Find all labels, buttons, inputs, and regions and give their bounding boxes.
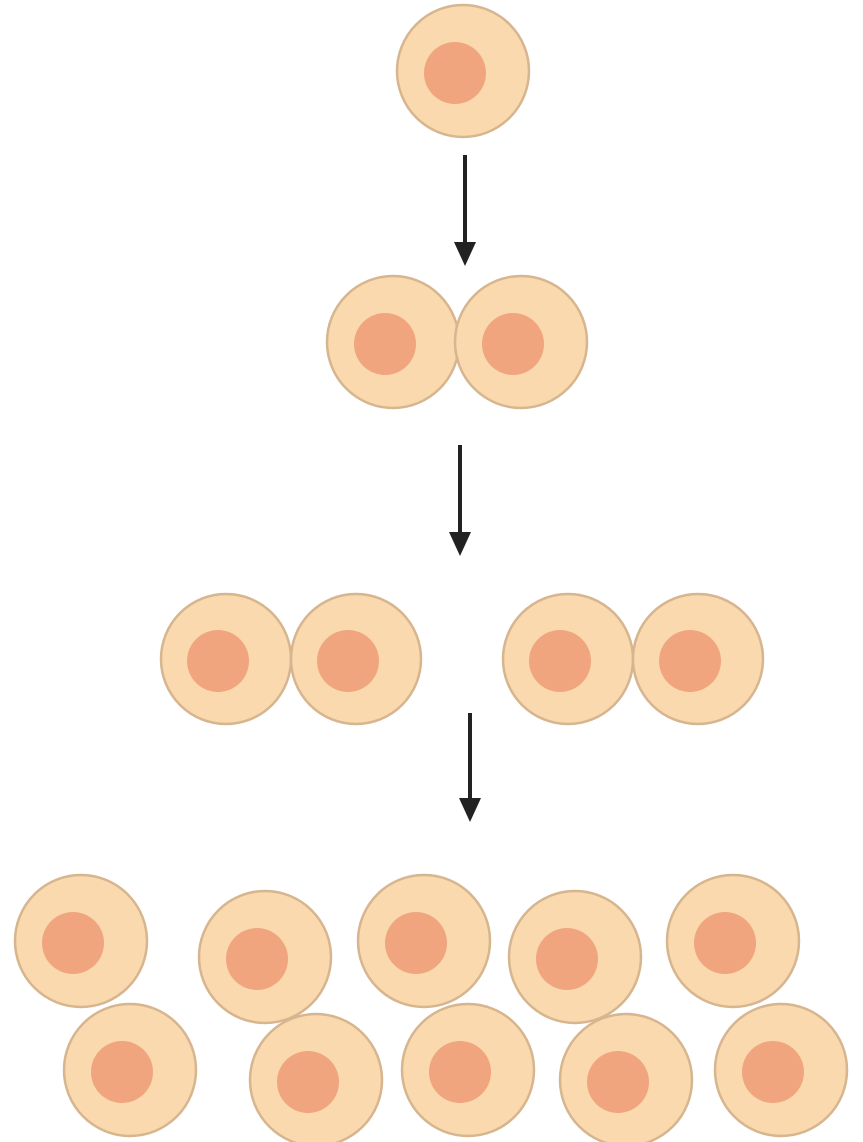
cell	[400, 1002, 536, 1138]
arrow-head-icon	[454, 242, 476, 266]
stage-2-cells	[325, 274, 589, 410]
cell	[13, 873, 149, 1009]
division-arrow-3	[459, 713, 481, 822]
cell-nucleus	[385, 912, 447, 974]
division-arrow-2	[449, 445, 471, 556]
cell	[713, 1002, 849, 1138]
cell	[325, 274, 461, 410]
cell	[159, 592, 293, 726]
cell	[558, 1012, 694, 1142]
cell-nucleus	[694, 912, 756, 974]
cell	[289, 592, 423, 726]
cell-nucleus	[277, 1051, 339, 1113]
cell-nucleus	[424, 42, 486, 104]
cell-nucleus	[91, 1041, 153, 1103]
stage-1-cells	[395, 3, 531, 139]
cell	[356, 873, 492, 1009]
cell-nucleus	[354, 313, 416, 375]
cell-nucleus	[429, 1041, 491, 1103]
cell	[631, 592, 765, 726]
cell-nucleus	[482, 313, 544, 375]
arrow-head-icon	[459, 798, 481, 822]
stage-4-cells	[13, 873, 849, 1142]
cell-nucleus	[187, 630, 249, 692]
cell	[665, 873, 801, 1009]
division-arrow-1	[454, 155, 476, 266]
cell-nucleus	[742, 1041, 804, 1103]
cell	[453, 274, 589, 410]
cell	[395, 3, 531, 139]
stage-3-cells	[159, 592, 765, 726]
cell	[62, 1002, 198, 1138]
cell	[248, 1012, 384, 1142]
cell-nucleus	[529, 630, 591, 692]
cell-nucleus	[587, 1051, 649, 1113]
cell-nucleus	[536, 928, 598, 990]
arrow-head-icon	[449, 532, 471, 556]
cell	[507, 889, 643, 1025]
cell-nucleus	[317, 630, 379, 692]
cell-nucleus	[226, 928, 288, 990]
cell-nucleus	[659, 630, 721, 692]
cell	[197, 889, 333, 1025]
cell-nucleus	[42, 912, 104, 974]
cell	[501, 592, 635, 726]
